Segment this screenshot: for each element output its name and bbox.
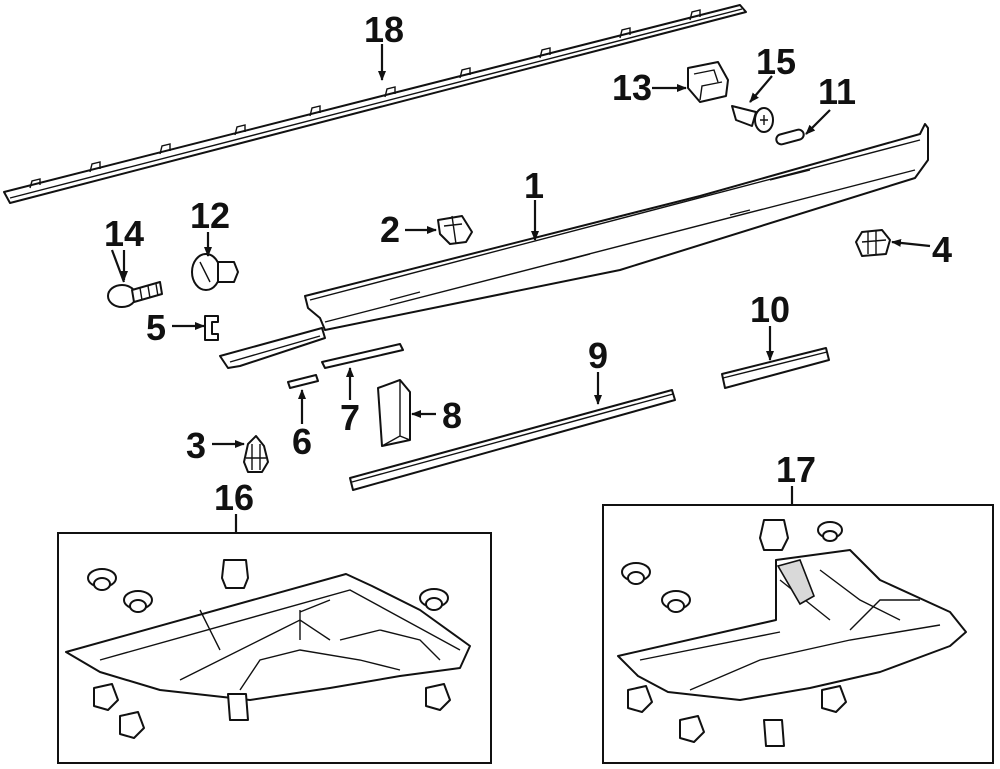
callout-6: 6 (292, 421, 312, 462)
part-16-box (57, 532, 492, 764)
part-1-rocker-panel (219, 123, 929, 369)
part-18-molding-strip (3, 4, 747, 204)
part-5-clip (204, 315, 219, 341)
part-15-screw (731, 105, 774, 133)
callout-4: 4 (932, 229, 952, 270)
part-11-tape (775, 128, 805, 146)
part-17-box (602, 504, 994, 764)
callout-15: 15 (756, 41, 796, 82)
callout-8: 8 (442, 395, 462, 436)
part-3-clip (243, 435, 269, 473)
callout-14: 14 (104, 213, 144, 254)
callout-10: 10 (750, 289, 790, 330)
part-10-short-strip (721, 347, 830, 389)
part-7-tape (321, 343, 404, 369)
part-6-tape (287, 374, 319, 389)
callout-11: 11 (818, 71, 856, 112)
part-13-clip (687, 61, 729, 103)
part-8-pad (377, 379, 411, 447)
callout-3: 3 (186, 425, 206, 466)
part-4-grommet (855, 229, 891, 257)
part-9-sill-strip (349, 389, 676, 491)
callouts: 18 1 2 3 4 5 6 7 8 9 10 11 12 13 14 15 1… (104, 9, 952, 518)
callout-5: 5 (146, 307, 166, 348)
leader-lines (110, 44, 931, 533)
callout-9: 9 (588, 335, 608, 376)
callout-17: 17 (776, 449, 816, 490)
callout-12: 12 (190, 195, 230, 236)
callout-16: 16 (214, 477, 254, 518)
callout-2: 2 (380, 209, 400, 250)
part-2-clip (437, 215, 473, 245)
part-14-bolt (107, 281, 163, 308)
callout-1: 1 (524, 165, 544, 206)
callout-13: 13 (612, 67, 652, 108)
callout-7: 7 (340, 397, 360, 438)
callout-18: 18 (364, 9, 404, 50)
part-12-push-clip (191, 253, 239, 291)
